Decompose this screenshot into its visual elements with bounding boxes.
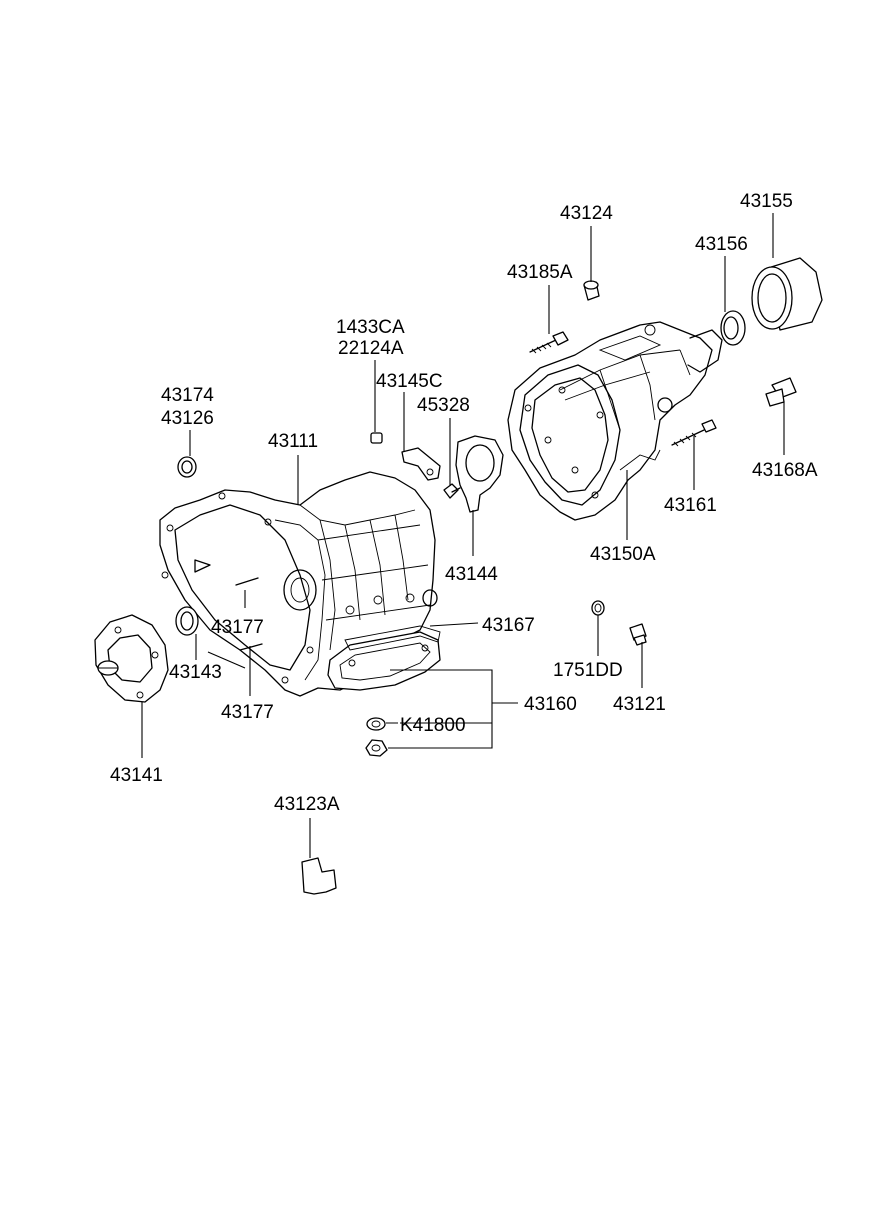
- washer: [366, 717, 386, 731]
- adapter-gasket: [455, 435, 504, 513]
- label-43156: 43156: [695, 234, 748, 255]
- label-43177-upper: 43177: [211, 617, 264, 638]
- case-gasket: [344, 625, 441, 651]
- fill-plug: [629, 623, 647, 646]
- leader-lines: [141, 213, 785, 858]
- label-43185A: 43185A: [507, 262, 573, 283]
- label-43143: 43143: [169, 662, 222, 683]
- label-43141: 43141: [110, 765, 163, 786]
- pin-lower: [239, 643, 263, 651]
- dust-cover: [751, 257, 823, 331]
- label-1751DD: 1751DD: [553, 660, 623, 681]
- long-bolt-lower: [671, 419, 717, 447]
- drain-plug-rear: [765, 377, 797, 407]
- breather-plug: [583, 280, 600, 301]
- label-43167: 43167: [482, 615, 535, 636]
- extension-housing: [507, 321, 723, 521]
- label-43144: 43144: [445, 564, 498, 585]
- label-43177-lower: 43177: [221, 702, 274, 723]
- label-43160: 43160: [524, 694, 577, 715]
- long-bolt-upper: [529, 331, 569, 354]
- label-43111: 43111: [268, 431, 318, 452]
- oil-seal-rear: [720, 310, 746, 346]
- label-43145C: 43145C: [376, 371, 443, 392]
- oil-pan: [327, 631, 441, 691]
- pin-upper: [235, 577, 259, 586]
- bracket: [401, 447, 441, 481]
- label-43161: 43161: [664, 495, 717, 516]
- label-43123A: 43123A: [274, 794, 340, 815]
- clip-bracket: [301, 857, 337, 895]
- drain-nut: [365, 739, 388, 757]
- label-43155: 43155: [740, 191, 793, 212]
- label-43126: 43126: [161, 408, 214, 429]
- label-45328: 45328: [417, 395, 470, 416]
- label-22124A: 22124A: [338, 338, 404, 359]
- label-43124: 43124: [560, 203, 613, 224]
- part-labels: 43124 43155 43156 43185A 1433CA 22124A 4…: [110, 191, 818, 815]
- label-K41800: K41800: [400, 715, 466, 736]
- transmission-case: [159, 471, 438, 697]
- label-1433CA: 1433CA: [336, 317, 405, 338]
- bearing-retainer-seal: [175, 606, 199, 636]
- seal-small-left: [177, 456, 197, 478]
- label-43121: 43121: [613, 694, 666, 715]
- plug-gasket: [591, 600, 605, 616]
- bolt-small: [443, 483, 461, 499]
- label-43174: 43174: [161, 385, 214, 406]
- label-43168A: 43168A: [752, 460, 818, 481]
- front-bearing-retainer: [94, 614, 169, 703]
- dowel-pin: [370, 432, 383, 444]
- label-43150A: 43150A: [590, 544, 656, 565]
